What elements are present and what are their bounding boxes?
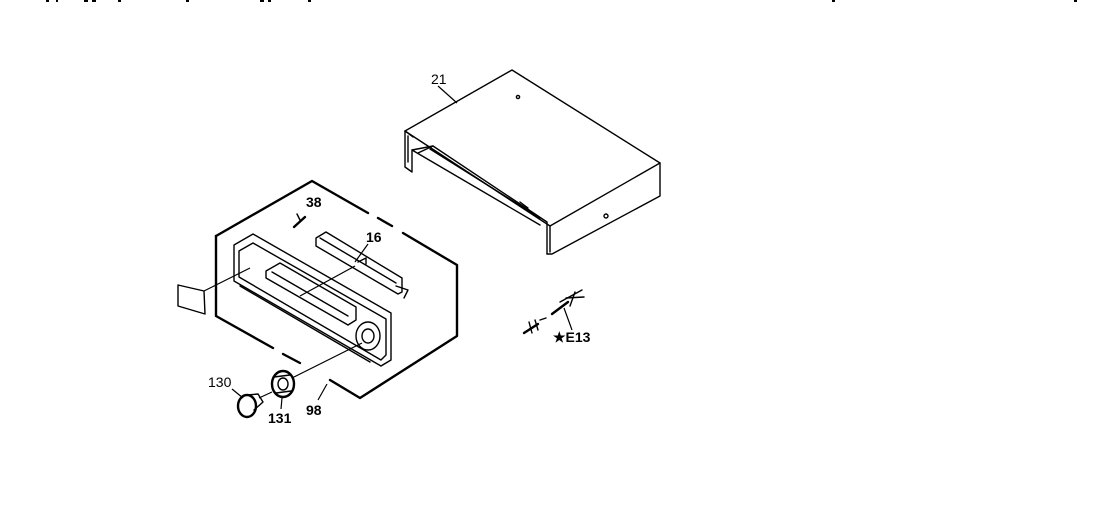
cassette-door [315,231,409,299]
callout-power-cord: ★E13 [553,329,591,345]
knob [236,391,273,419]
power-cord [522,289,585,335]
callout-screw: 38 [306,194,322,210]
knob-leader [231,388,244,399]
top-cabinet [404,69,661,255]
callout-front-panel: 98 [306,402,322,418]
front-panel-leader [317,383,328,401]
knob-ring [270,342,363,399]
cabinet-leader [437,85,458,104]
screw [292,213,307,229]
callout-cabinet: 21 [431,71,447,87]
badge-plate [177,267,251,315]
door-leader [354,243,369,263]
knob-ring-leader [280,397,283,410]
callout-knob: 130 [208,374,232,390]
power-cord-leader [563,307,573,331]
front-panel [233,233,392,367]
callout-knob-ring: 131 [268,410,292,426]
door-to-panel-line [299,265,356,297]
top-edge-marks [46,0,1077,2]
callout-door: 16 [366,229,382,245]
front-assembly-boundary [214,179,459,400]
